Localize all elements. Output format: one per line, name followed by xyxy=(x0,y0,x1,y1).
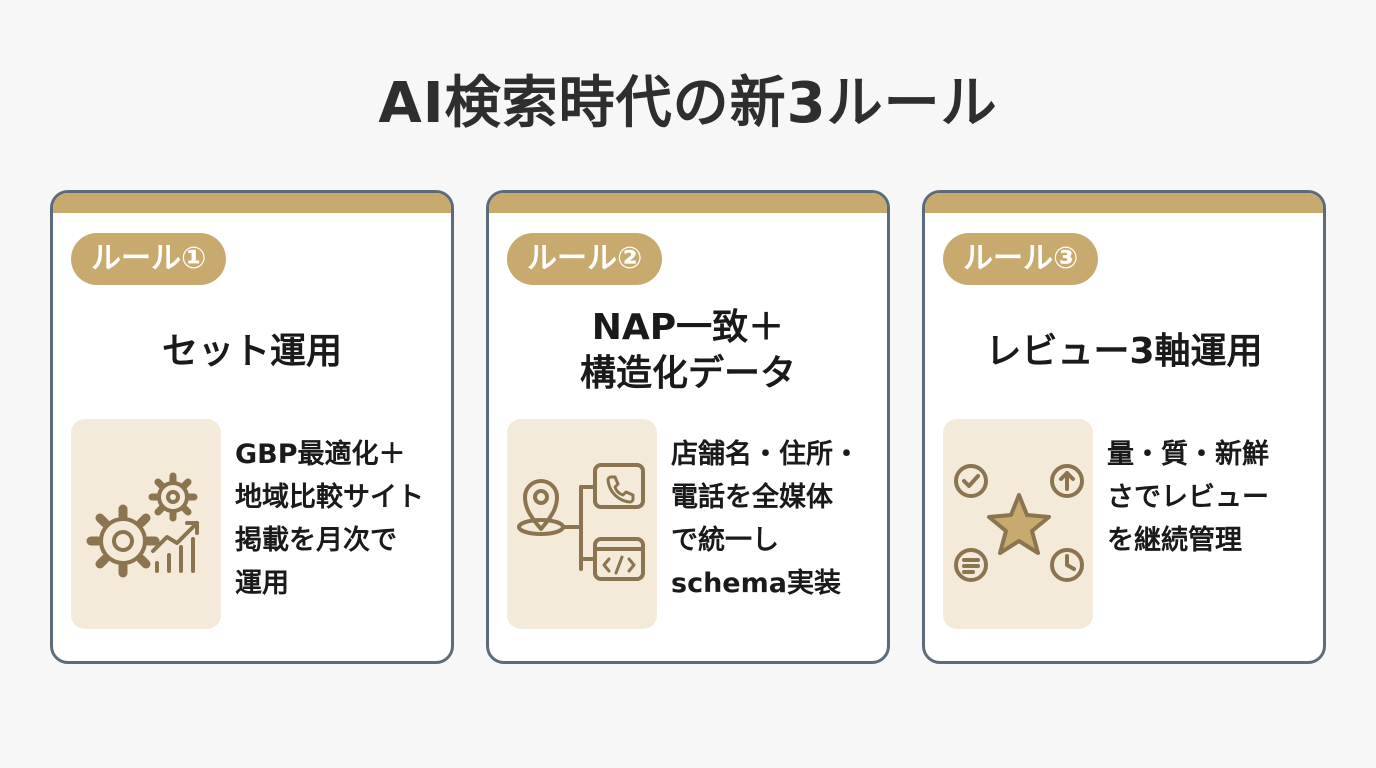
rule-description: 店舗名・住所・ 電話を全媒体 で統一し schema実装 xyxy=(671,433,881,605)
desc-line: を継続管理 xyxy=(1107,525,1242,556)
star-review-icon xyxy=(943,419,1093,629)
rule-heading-line: NAP一致＋ xyxy=(591,307,785,348)
rule-description: 量・質・新鮮 さでレビュー を継続管理 xyxy=(1107,433,1317,562)
desc-line: で統一し xyxy=(671,525,779,556)
location-phone-code-icon xyxy=(507,419,657,629)
rule-card-3: ルール③ レビュー3軸運用 量・質・新鮮 さでレビュー を継続管理 xyxy=(922,190,1326,664)
desc-line: schema実装 xyxy=(671,568,841,599)
rule-heading: NAP一致＋ 構造化データ xyxy=(489,305,887,397)
desc-line: GBP最適化＋ xyxy=(235,439,406,470)
rule-card-2: ルール② NAP一致＋ 構造化データ 店舗名・住所・ 電話を全媒体 xyxy=(486,190,890,664)
rule-heading-line: 構造化データ xyxy=(579,353,796,394)
desc-line: 地域比較サイト xyxy=(235,482,424,513)
desc-line: 電話を全媒体 xyxy=(671,482,833,513)
rule-badge: ルール② xyxy=(507,233,663,285)
desc-line: 店舗名・住所・ xyxy=(671,439,860,470)
card-accent-bar xyxy=(489,193,887,213)
desc-line: さでレビュー xyxy=(1107,482,1269,513)
rule-badge: ルール③ xyxy=(943,233,1099,285)
rule-description: GBP最適化＋ 地域比較サイト 掲載を月次で 運用 xyxy=(235,433,445,605)
card-accent-bar xyxy=(925,193,1323,213)
page-title: AI検索時代の新3ルール xyxy=(378,71,998,136)
rule-heading-line: セット運用 xyxy=(161,331,342,372)
rule-heading: セット運用 xyxy=(53,329,451,375)
rule-badge: ルール① xyxy=(71,233,227,285)
desc-line: 量・質・新鮮 xyxy=(1107,439,1269,470)
rule-heading-line: レビュー3軸運用 xyxy=(985,331,1263,372)
rule-heading: レビュー3軸運用 xyxy=(925,329,1323,375)
gears-growth-icon xyxy=(71,419,221,629)
rule-card-1: ルール① セット運用 xyxy=(50,190,454,664)
card-accent-bar xyxy=(53,193,451,213)
desc-line: 掲載を月次で xyxy=(235,525,397,556)
desc-line: 運用 xyxy=(235,568,289,599)
